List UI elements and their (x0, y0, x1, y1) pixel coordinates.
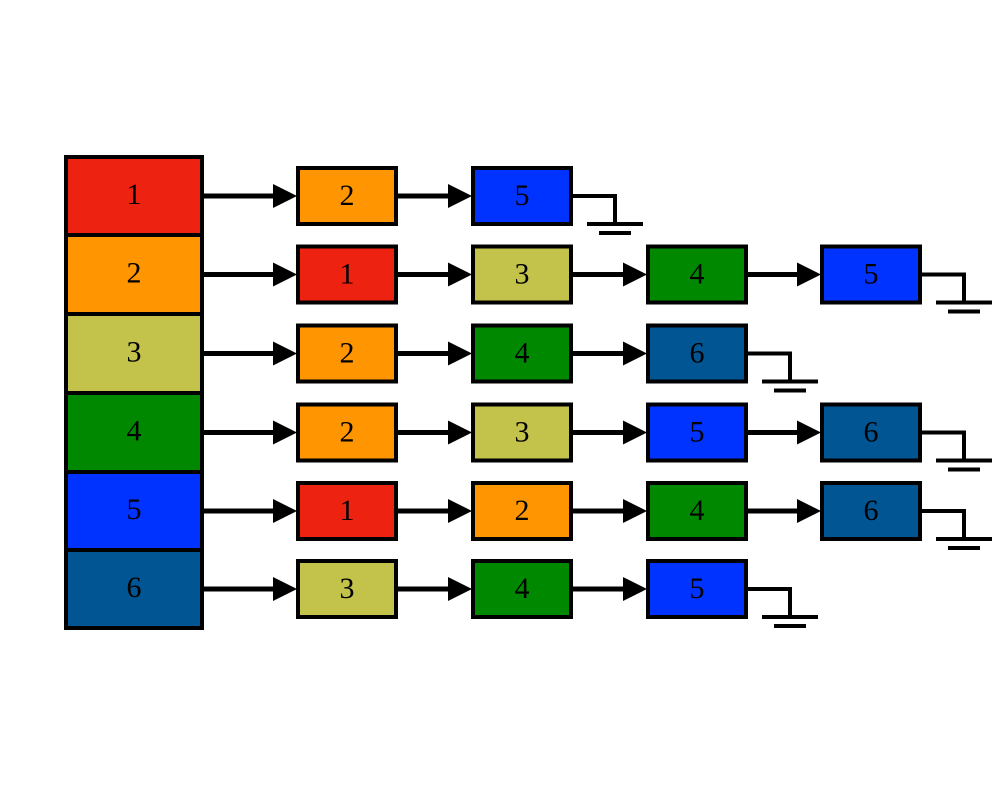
list-node-label: 4 (690, 257, 705, 290)
array-cell-4: 4 (64, 391, 204, 474)
list-node-2-1: 1 (296, 244, 398, 305)
link-arrow (571, 341, 647, 366)
null-ground-icon (920, 430, 992, 472)
array-cell-6: 6 (64, 548, 204, 630)
list-node-label: 1 (340, 257, 355, 290)
list-node-5-4: 4 (646, 481, 748, 541)
list-node-label: 3 (515, 415, 530, 448)
array-cell-2: 2 (64, 233, 204, 316)
list-node-2-4: 4 (646, 244, 748, 305)
link-arrow (204, 262, 297, 287)
link-arrow (746, 262, 821, 287)
list-node-label: 5 (690, 572, 705, 605)
vertex-array: 1 2 3 4 5 6 (64, 155, 204, 630)
array-cell-label: 2 (127, 256, 142, 289)
link-arrow (396, 184, 472, 208)
array-cell-1: 1 (64, 155, 204, 237)
array-cell-label: 3 (127, 335, 142, 368)
array-cell-label: 4 (127, 414, 142, 447)
link-arrow (571, 499, 647, 523)
null-ground-icon (920, 272, 992, 314)
link-arrow (746, 420, 821, 445)
link-arrow (396, 341, 472, 366)
list-node-1-5: 5 (471, 166, 573, 226)
list-node-1-2: 2 (296, 166, 398, 226)
link-arrow (204, 341, 297, 366)
list-node-label: 5 (864, 257, 879, 290)
null-ground-icon (746, 351, 818, 393)
link-arrow (571, 420, 647, 445)
list-node-6-3: 3 (296, 559, 398, 619)
null-ground-icon (571, 194, 643, 235)
list-node-5-6: 6 (820, 481, 922, 541)
link-arrow (746, 499, 821, 523)
array-cell-3: 3 (64, 312, 204, 395)
list-node-4-5: 5 (646, 402, 748, 463)
list-node-label: 2 (340, 415, 355, 448)
link-arrow (204, 577, 297, 601)
adjacency-links (204, 184, 992, 628)
array-cell-5: 5 (64, 470, 204, 552)
link-arrow (571, 262, 647, 287)
list-node-label: 2 (515, 494, 530, 527)
link-arrow (396, 420, 472, 445)
list-node-2-3: 3 (471, 244, 573, 305)
null-ground-icon (920, 509, 992, 550)
list-node-2-5: 5 (820, 244, 922, 305)
list-node-label: 2 (340, 336, 355, 369)
list-node-5-1: 1 (296, 481, 398, 541)
list-node-label: 6 (690, 336, 705, 369)
list-node-5-2: 2 (471, 481, 573, 541)
list-node-label: 3 (515, 257, 530, 290)
list-node-label: 1 (340, 494, 355, 527)
link-arrow (204, 420, 297, 445)
link-arrow (396, 499, 472, 523)
list-node-3-2: 2 (296, 323, 398, 384)
list-node-label: 4 (690, 494, 705, 527)
list-node-4-2: 2 (296, 402, 398, 463)
link-arrow (396, 262, 472, 287)
link-arrow (396, 577, 472, 601)
list-node-label: 6 (864, 494, 879, 527)
adjacency-nodes: 2 5 1 3 4 5 2 4 6 2 3 5 6 1 2 4 6 3 4 5 (296, 166, 922, 619)
list-node-4-3: 3 (471, 402, 573, 463)
array-cell-label: 6 (127, 571, 142, 604)
list-node-3-4: 4 (471, 323, 573, 384)
list-node-label: 2 (340, 179, 355, 212)
list-node-6-5: 5 (646, 559, 748, 619)
list-node-label: 5 (690, 415, 705, 448)
list-node-label: 4 (515, 336, 530, 369)
link-arrow (204, 184, 297, 208)
link-arrow (571, 577, 647, 601)
null-ground-icon (746, 587, 818, 628)
link-arrow (204, 499, 297, 523)
list-node-6-4: 4 (471, 559, 573, 619)
list-node-label: 6 (864, 415, 879, 448)
array-cell-label: 5 (127, 493, 142, 526)
list-node-label: 3 (340, 572, 355, 605)
list-node-label: 5 (515, 179, 530, 212)
list-node-4-6: 6 (820, 402, 922, 463)
array-cell-label: 1 (127, 178, 142, 211)
list-node-3-6: 6 (646, 323, 748, 384)
list-node-label: 4 (515, 572, 530, 605)
